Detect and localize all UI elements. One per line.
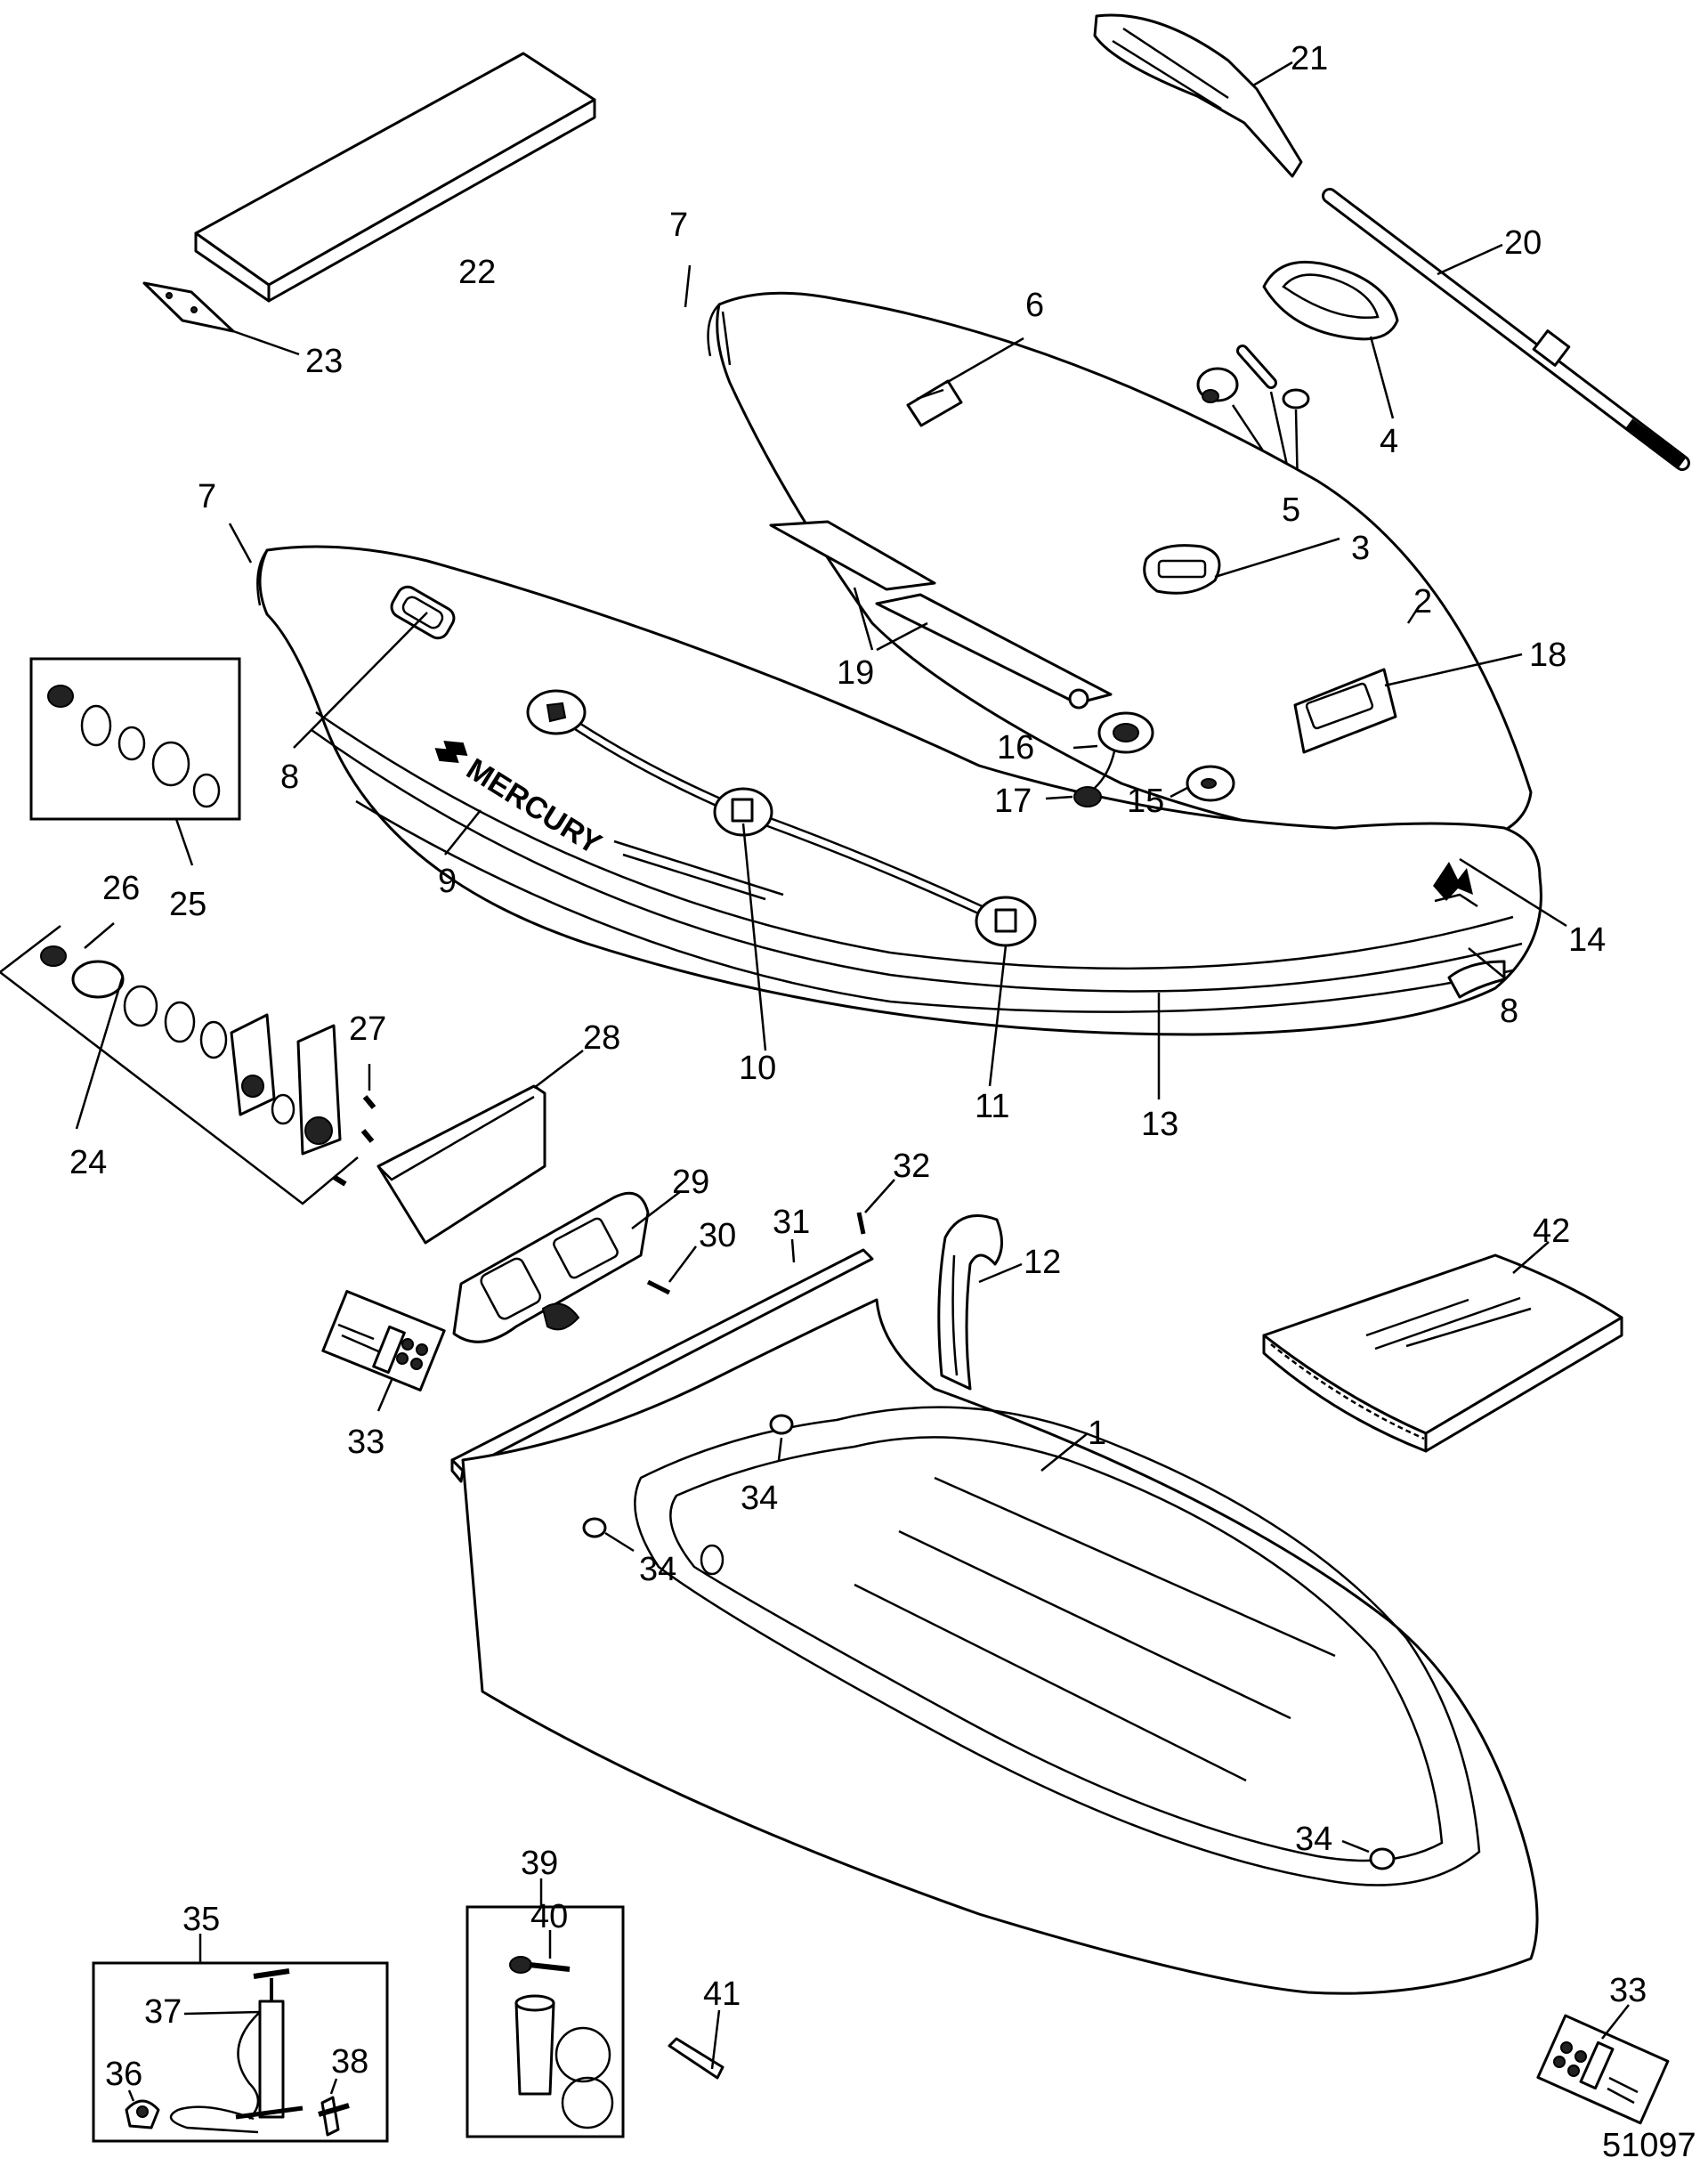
callout-10: 10: [739, 1050, 776, 1087]
transom-board-part: [376, 1050, 584, 1245]
callout-22: 22: [458, 254, 496, 291]
callout-31: 31: [773, 1204, 810, 1241]
callout-39: 39: [521, 1845, 558, 1882]
seat-bracket-part: [142, 281, 300, 356]
oar-holder-pad-part: [1143, 537, 1340, 595]
callout-7-lower: 7: [198, 478, 216, 515]
callout-37: 37: [144, 1993, 182, 2031]
callout-38: 38: [331, 2043, 368, 2081]
callout-24: 24: [69, 1144, 107, 1181]
callout-13: 13: [1141, 1106, 1178, 1143]
callout-12: 12: [1024, 1244, 1061, 1281]
callout-18: 18: [1529, 637, 1566, 674]
pump-kit-part: [125, 1934, 350, 2137]
callout-1: 1: [1088, 1415, 1106, 1452]
callout-27: 27: [349, 1010, 386, 1048]
repair-patch-kit-part-2: [1536, 2004, 1670, 2125]
callout-8-right: 8: [1500, 993, 1518, 1030]
valve-assembly-part: [0, 922, 376, 1205]
oar-blade-part: [1093, 13, 1303, 178]
d-ring-patch-part: [526, 689, 1037, 947]
callout-25: 25: [169, 886, 206, 923]
adhesive-tube-part: [668, 2009, 724, 2080]
pump-kit-box: [92, 1961, 389, 2143]
repair-patch-part: [1170, 765, 1235, 802]
tow-eyelet-part: [906, 337, 1024, 427]
callout-2: 2: [1413, 583, 1432, 621]
floor-grommet-part: [582, 1414, 1396, 1870]
callout-11: 11: [975, 1088, 1009, 1125]
callout-40: 40: [530, 1898, 568, 1935]
hull-floor-part: [461, 1298, 1539, 1995]
carry-handle-part-2: [1447, 960, 1506, 999]
callout-34-mid: 34: [639, 1551, 676, 1588]
valve-cap-part: [1045, 786, 1102, 807]
callout-28: 28: [583, 1019, 620, 1057]
seat-bench-part: [194, 52, 596, 303]
oar-holder-pad-part-2: [1293, 653, 1523, 754]
storage-bag-part: [1262, 1241, 1623, 1453]
callout-7-upper: 7: [669, 207, 688, 244]
callout-21: 21: [1291, 40, 1328, 77]
small-logo-decal: [1433, 862, 1478, 908]
oarlock-part: [1262, 260, 1399, 419]
repair-kit-part: [509, 1878, 614, 2129]
oar-shaft-part: [1322, 188, 1690, 471]
callout-34-top: 34: [741, 1480, 778, 1517]
lower-tube-part: [256, 545, 1542, 1036]
callout-17: 17: [994, 783, 1032, 820]
callout-16: 16: [997, 729, 1034, 767]
screw-part-2: [856, 1179, 895, 1235]
valve-kit-box: [29, 657, 241, 821]
repair-kit-box: [465, 1905, 625, 2138]
transom-bar-part: [450, 1238, 874, 1483]
rub-strip-part: [937, 1214, 1023, 1391]
callout-26: 26: [102, 870, 140, 907]
callout-33-left: 33: [347, 1424, 385, 1461]
callout-5: 5: [1282, 491, 1300, 529]
callout-36: 36: [105, 2056, 142, 2093]
callout-19: 19: [837, 654, 874, 692]
callout-4: 4: [1380, 423, 1398, 460]
callout-23: 23: [305, 343, 343, 380]
inflation-valve-part: [1073, 711, 1154, 789]
callout-labels: 1 2 3 4 5 6 7 7 8 8 9 10 11 12 13 14 15 …: [69, 40, 1696, 2164]
transom-plate-part: [452, 1190, 682, 1343]
floor-stringer-part: [769, 520, 1113, 710]
callout-41: 41: [703, 1975, 741, 2013]
callout-33-right: 33: [1609, 1972, 1647, 2009]
callout-42: 42: [1533, 1213, 1570, 1250]
callout-30: 30: [699, 1217, 736, 1254]
callout-20: 20: [1504, 224, 1542, 262]
callout-3: 3: [1351, 530, 1370, 567]
callout-9: 9: [438, 863, 457, 900]
callout-35: 35: [182, 1901, 220, 1938]
callout-14: 14: [1568, 921, 1606, 959]
callout-34-bottom: 34: [1295, 1821, 1332, 1858]
valve-kit-part: [47, 685, 221, 866]
repair-patch-kit-part: [321, 1290, 446, 1412]
diagram-id: 51097: [1602, 2127, 1696, 2164]
callout-6: 6: [1025, 287, 1044, 324]
callout-15: 15: [1127, 783, 1164, 820]
screw-part: [646, 1245, 697, 1295]
callout-8-left: 8: [280, 759, 299, 796]
callout-32: 32: [893, 1148, 930, 1185]
callout-29: 29: [672, 1164, 709, 1201]
